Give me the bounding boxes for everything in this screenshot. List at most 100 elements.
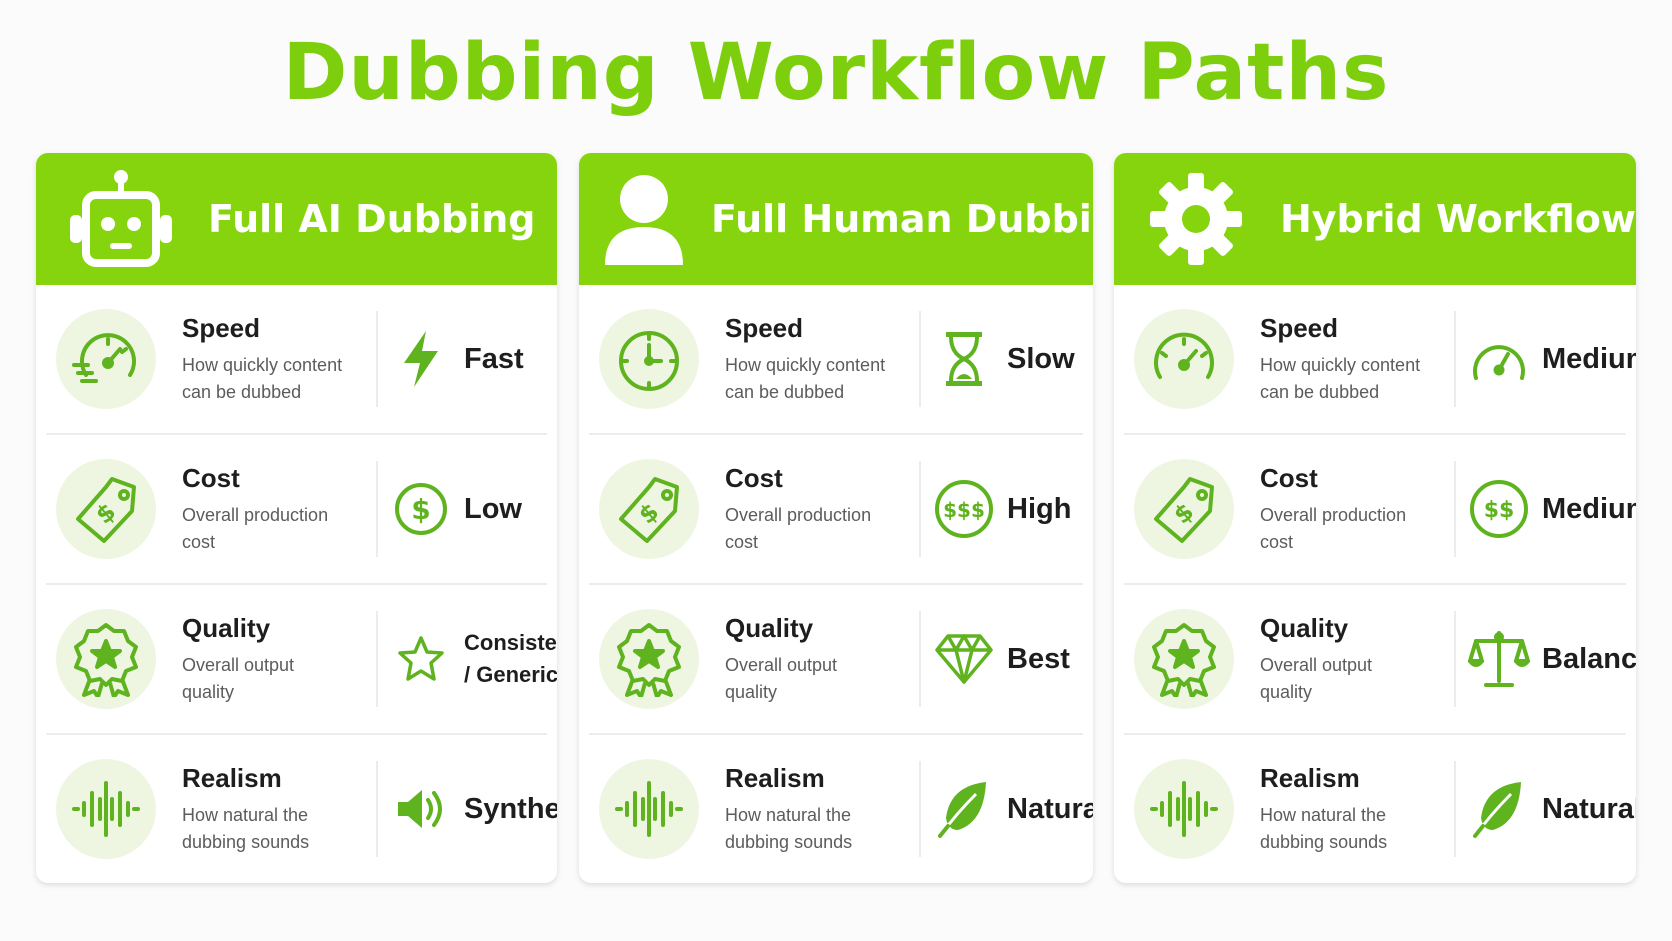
gear-icon [1134,153,1258,285]
card-title: Full Human Dubbing [711,197,1093,241]
metric-name: Speed [725,313,804,343]
metric-name: Cost [725,463,783,493]
metric-name: Realism [1260,763,1360,793]
star-icon [386,624,456,694]
value-label: Best [1007,642,1070,675]
award-badge-icon [56,609,156,709]
sound-wave-icon [56,759,156,859]
divider [919,461,921,557]
value-label: Synthetic [464,792,557,825]
double-dollar-icon: $$ [1464,474,1534,544]
divider [1454,461,1456,557]
divider [376,461,378,557]
metric-name: Cost [1260,463,1318,493]
diamond-icon [929,624,999,694]
speedometer-icon [1134,309,1234,409]
metric-name: Quality [725,613,814,643]
divider [376,761,378,857]
value-label: Natural [1007,792,1093,825]
award-badge-icon [1134,609,1234,709]
metric-name: Quality [1260,613,1349,643]
divider [1454,761,1456,857]
divider [376,611,378,707]
robot-icon [56,153,186,285]
hourglass-icon [929,324,999,394]
metric-name: Quality [182,613,271,643]
metric-name: Speed [1260,313,1339,343]
speedometer-icon [56,309,156,409]
card-full-ai-dubbing: Full AI Dubbing Speed How quickly conten… [36,153,557,883]
value-label: Medium [1542,342,1636,375]
leaf-icon [1464,774,1534,844]
leaf-icon [929,774,999,844]
lightning-icon [386,324,456,394]
page-title: Dubbing Workflow Paths [282,28,1390,118]
triple-dollar-icon: $$$ [929,474,999,544]
card-header: Full AI Dubbing [36,153,557,285]
gauge-icon [1464,324,1534,394]
value-label: Fast [464,342,524,375]
card-title: Hybrid Workflow [1279,197,1636,241]
divider [376,311,378,407]
price-tag-icon: $ [56,459,156,559]
metric-name: Realism [725,763,825,793]
divider [919,611,921,707]
divider [1454,311,1456,407]
card-full-human-dubbing: Full Human Dubbing Speed How quickly con… [579,153,1093,883]
divider [919,761,921,857]
value-label: Slow [1007,342,1075,375]
price-tag-icon: $ [599,459,699,559]
dollar-circle-icon: $ [386,474,456,544]
card-header: Full Human Dubbing [579,153,1093,285]
speaker-icon [386,774,456,844]
svg-text:$: $ [411,493,430,526]
price-tag-icon: $ [1134,459,1234,559]
svg-text:$$: $$ [1484,498,1515,523]
divider [1454,611,1456,707]
value-label: Balanced [1542,642,1636,675]
value-label: Low [464,492,522,525]
sound-wave-icon [1134,759,1234,859]
value-label: Medium [1542,492,1636,525]
card-hybrid-workflow: Hybrid Workflow Speed How quickly conten… [1114,153,1636,883]
value-label: High [1007,492,1072,525]
divider [919,311,921,407]
scale-icon [1464,624,1534,694]
metric-name: Cost [182,463,240,493]
value-label: Consistent / Generic [464,630,557,687]
card-header: Hybrid Workflow [1114,153,1636,285]
metric-name: Realism [182,763,282,793]
card-title: Full AI Dubbing [208,197,536,241]
person-icon [599,153,689,285]
svg-text:$$$: $$$ [943,498,985,522]
sound-wave-icon [599,759,699,859]
value-label: Natural [1542,792,1636,825]
award-badge-icon [599,609,699,709]
clock-icon [599,309,699,409]
metric-name: Speed [182,313,261,343]
